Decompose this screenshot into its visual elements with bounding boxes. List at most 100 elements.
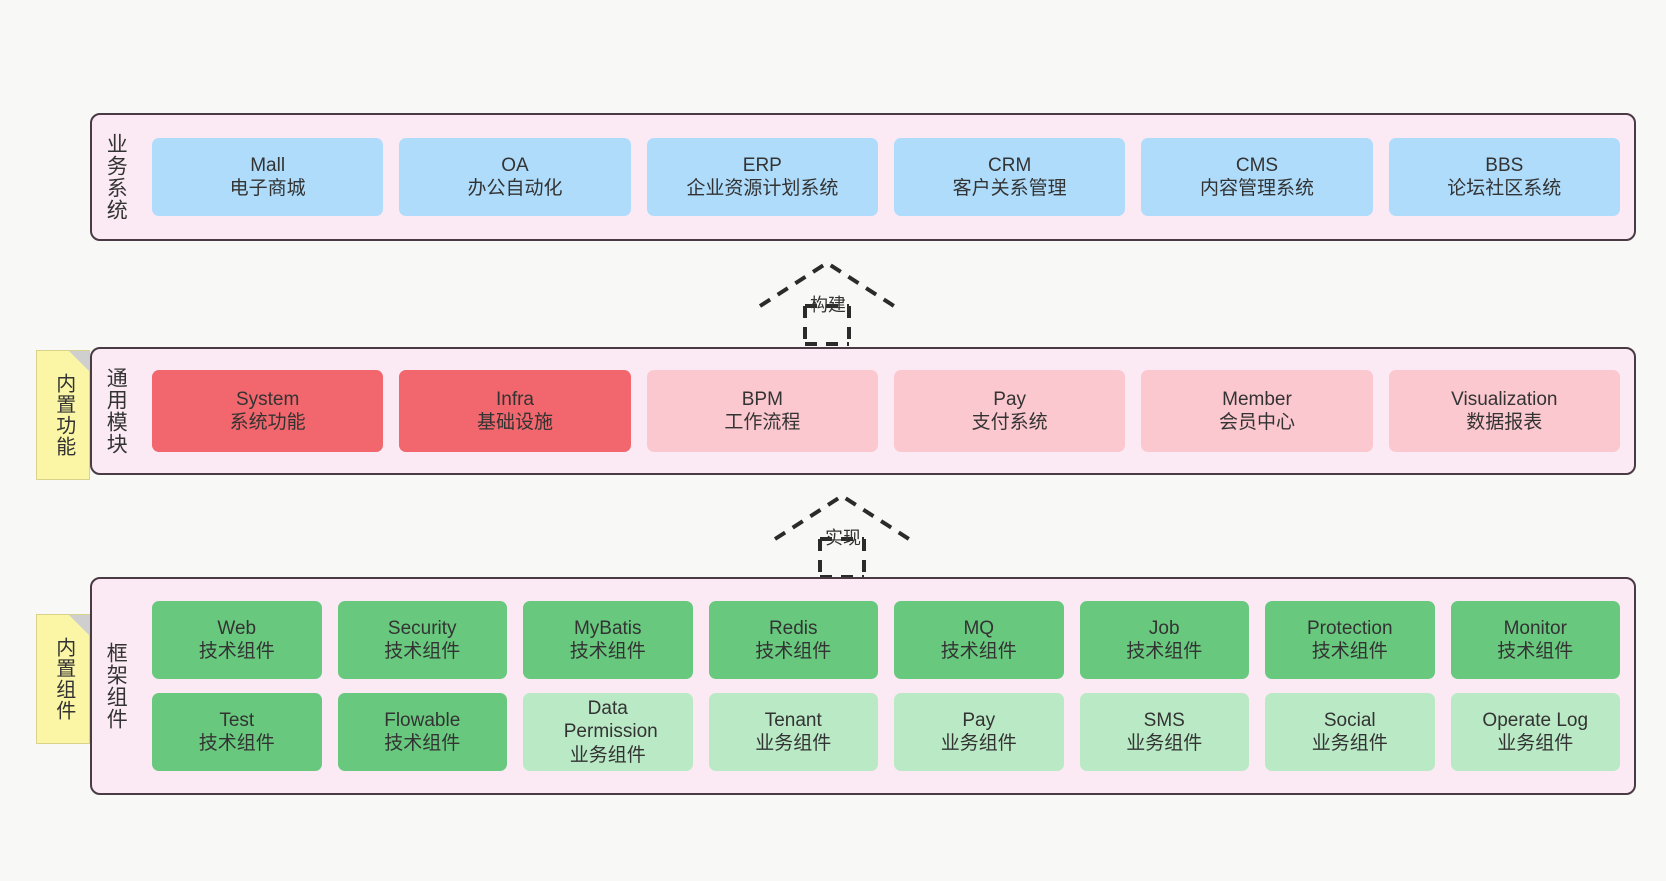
card-data-permission-name: Data Permission <box>563 698 658 743</box>
connector-implement-label: 实现 <box>825 528 861 548</box>
card-protection[interactable]: Protection 技术组件 <box>1265 601 1435 679</box>
card-erp-desc: 企业资源计划系统 <box>686 178 839 199</box>
card-visualization-desc: 数据报表 <box>1466 412 1543 433</box>
card-mall-desc: 电子商城 <box>229 178 306 199</box>
card-monitor-name: Monitor <box>1503 617 1567 639</box>
card-web-desc: 技术组件 <box>198 641 275 662</box>
card-test[interactable]: Test 技术组件 <box>152 693 322 771</box>
framework-card-row-2: Test 技术组件 Flowable 技术组件 Data Permission … <box>152 693 1620 771</box>
common-card-row: System 系统功能 Infra 基础设施 BPM 工作流程 Pay 支付系统… <box>152 370 1620 452</box>
card-pay-component-name: Pay <box>962 709 996 731</box>
card-pay-module-desc: 支付系统 <box>971 412 1048 433</box>
card-operate-log-name: Operate Log <box>1482 709 1589 731</box>
card-flowable-name: Flowable <box>384 709 461 731</box>
note-built-in-function: 内置功能 <box>36 350 90 480</box>
card-monitor[interactable]: Monitor 技术组件 <box>1450 601 1620 679</box>
card-mall-name: Mall <box>250 154 286 176</box>
card-job-desc: 技术组件 <box>1126 641 1203 662</box>
layer-business-body: Mall 电子商城 OA 办公自动化 ERP 企业资源计划系统 CRM 客户关系… <box>138 115 1634 239</box>
card-cms[interactable]: CMS 内容管理系统 <box>1141 138 1373 216</box>
card-bpm[interactable]: BPM 工作流程 <box>646 370 878 452</box>
card-pay-module-name: Pay <box>993 388 1027 410</box>
connector-implement: 实现 <box>770 491 930 579</box>
card-security-desc: 技术组件 <box>384 641 461 662</box>
card-social-desc: 业务组件 <box>1311 733 1388 754</box>
card-mq-desc: 技术组件 <box>940 641 1017 662</box>
card-web-name: Web <box>217 617 257 639</box>
card-member[interactable]: Member 会员中心 <box>1141 370 1373 452</box>
card-job-name: Job <box>1148 617 1180 639</box>
card-system-desc: 系统功能 <box>229 412 306 433</box>
note-fold-corner-icon <box>69 351 89 371</box>
card-pay-module[interactable]: Pay 支付系统 <box>893 370 1126 452</box>
card-test-desc: 技术组件 <box>198 733 275 754</box>
card-job[interactable]: Job 技术组件 <box>1079 601 1249 679</box>
card-redis-name: Redis <box>768 617 818 639</box>
card-pay-component[interactable]: Pay 业务组件 <box>894 693 1064 771</box>
layer-business-system: 业务系统 Mall 电子商城 OA 办公自动化 ERP 企业资源计划系统 CRM <box>90 113 1636 241</box>
card-infra[interactable]: Infra 基础设施 <box>399 370 631 452</box>
card-flowable-desc: 技术组件 <box>384 733 461 754</box>
card-mybatis[interactable]: MyBatis 技术组件 <box>523 601 693 679</box>
note-fold-corner-icon-2 <box>69 615 89 635</box>
card-test-name: Test <box>219 709 255 731</box>
card-monitor-desc: 技术组件 <box>1497 641 1574 662</box>
card-protection-name: Protection <box>1306 617 1393 639</box>
card-protection-desc: 技术组件 <box>1311 641 1388 662</box>
layer-common-body: System 系统功能 Infra 基础设施 BPM 工作流程 Pay 支付系统… <box>138 349 1634 473</box>
card-bbs-desc: 论坛社区系统 <box>1447 178 1562 199</box>
card-mybatis-desc: 技术组件 <box>569 641 646 662</box>
card-pay-component-desc: 业务组件 <box>940 733 1017 754</box>
card-web[interactable]: Web 技术组件 <box>152 601 322 679</box>
card-social[interactable]: Social 业务组件 <box>1265 693 1435 771</box>
card-bpm-name: BPM <box>741 388 783 410</box>
card-bbs-name: BBS <box>1485 154 1524 176</box>
card-member-name: Member <box>1222 388 1292 410</box>
card-social-name: Social <box>1323 709 1376 731</box>
layer-framework-component: 框架组件 Web 技术组件 Security 技术组件 MyBatis 技术组件… <box>90 577 1636 795</box>
card-infra-name: Infra <box>495 388 534 410</box>
card-security[interactable]: Security 技术组件 <box>337 601 507 679</box>
card-operate-log-desc: 业务组件 <box>1497 733 1574 754</box>
layer-framework-title: 框架组件 <box>104 642 128 730</box>
card-security-name: Security <box>387 617 457 639</box>
card-flowable[interactable]: Flowable 技术组件 <box>337 693 507 771</box>
card-sms[interactable]: SMS 业务组件 <box>1079 693 1249 771</box>
connector-build-arrow-icon <box>758 260 896 346</box>
card-oa-desc: 办公自动化 <box>467 178 563 199</box>
card-mall[interactable]: Mall 电子商城 <box>152 138 384 216</box>
card-erp[interactable]: ERP 企业资源计划系统 <box>646 138 878 216</box>
card-infra-desc: 基础设施 <box>476 412 553 433</box>
card-redis-desc: 技术组件 <box>755 641 832 662</box>
card-visualization-name: Visualization <box>1451 388 1558 410</box>
connector-build: 构建 <box>755 258 915 346</box>
framework-card-row-1: Web 技术组件 Security 技术组件 MyBatis 技术组件 Redi… <box>152 601 1620 679</box>
card-mq[interactable]: MQ 技术组件 <box>894 601 1064 679</box>
card-mybatis-name: MyBatis <box>573 617 642 639</box>
card-cms-name: CMS <box>1235 154 1279 176</box>
card-crm-name: CRM <box>988 154 1032 176</box>
card-cms-desc: 内容管理系统 <box>1199 178 1314 199</box>
card-member-desc: 会员中心 <box>1218 412 1295 433</box>
business-card-row: Mall 电子商城 OA 办公自动化 ERP 企业资源计划系统 CRM 客户关系… <box>152 138 1620 216</box>
note-built-in-function-label: 内置功能 <box>52 373 75 457</box>
card-bbs[interactable]: BBS 论坛社区系统 <box>1388 138 1620 216</box>
card-sms-name: SMS <box>1143 709 1185 731</box>
card-visualization[interactable]: Visualization 数据报表 <box>1388 370 1620 452</box>
card-tenant[interactable]: Tenant 业务组件 <box>708 693 878 771</box>
card-system-name: System <box>235 388 300 410</box>
layer-common-title: 通用模块 <box>104 367 128 455</box>
card-data-permission[interactable]: Data Permission 业务组件 <box>523 693 693 771</box>
card-crm[interactable]: CRM 客户关系管理 <box>893 138 1126 216</box>
card-mq-name: MQ <box>963 617 995 639</box>
card-oa[interactable]: OA 办公自动化 <box>399 138 631 216</box>
note-built-in-component-label: 内置组件 <box>52 637 75 721</box>
note-built-in-component: 内置组件 <box>36 614 90 744</box>
card-operate-log[interactable]: Operate Log 业务组件 <box>1450 693 1620 771</box>
card-system[interactable]: System 系统功能 <box>152 370 384 452</box>
layer-common-module: 通用模块 System 系统功能 Infra 基础设施 BPM 工作流程 Pay <box>90 347 1636 475</box>
card-redis[interactable]: Redis 技术组件 <box>708 601 878 679</box>
card-tenant-desc: 业务组件 <box>755 733 832 754</box>
card-crm-desc: 客户关系管理 <box>952 178 1067 199</box>
